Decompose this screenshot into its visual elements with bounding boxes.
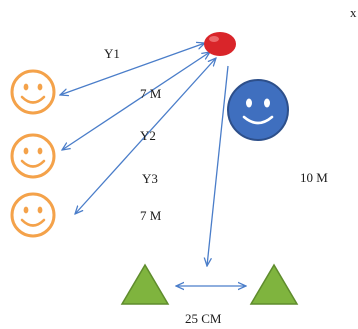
label-y2: Y2 — [140, 128, 156, 143]
label-distance-1: 7 M — [140, 86, 162, 101]
smiley-face-icon — [10, 133, 56, 179]
blue-smiley-face-icon — [227, 79, 289, 141]
label-corner-x: x — [350, 5, 357, 20]
triangle-icon — [249, 263, 299, 305]
label-width: 25 CM — [185, 311, 222, 326]
triangle-icon — [120, 263, 170, 305]
label-height: 10 M — [300, 170, 328, 185]
arrow-vertical — [207, 65, 229, 266]
smiley-face-icon — [10, 192, 56, 238]
smiley-face-icon — [10, 69, 56, 115]
label-y1: Y1 — [104, 46, 120, 61]
red-dot-highlight — [209, 36, 219, 42]
red-dot-icon — [204, 32, 236, 56]
arrow-y2 — [62, 52, 210, 150]
arrow-y3 — [75, 58, 216, 214]
label-y3: Y3 — [142, 171, 158, 186]
label-distance-2: 7 M — [140, 208, 162, 223]
